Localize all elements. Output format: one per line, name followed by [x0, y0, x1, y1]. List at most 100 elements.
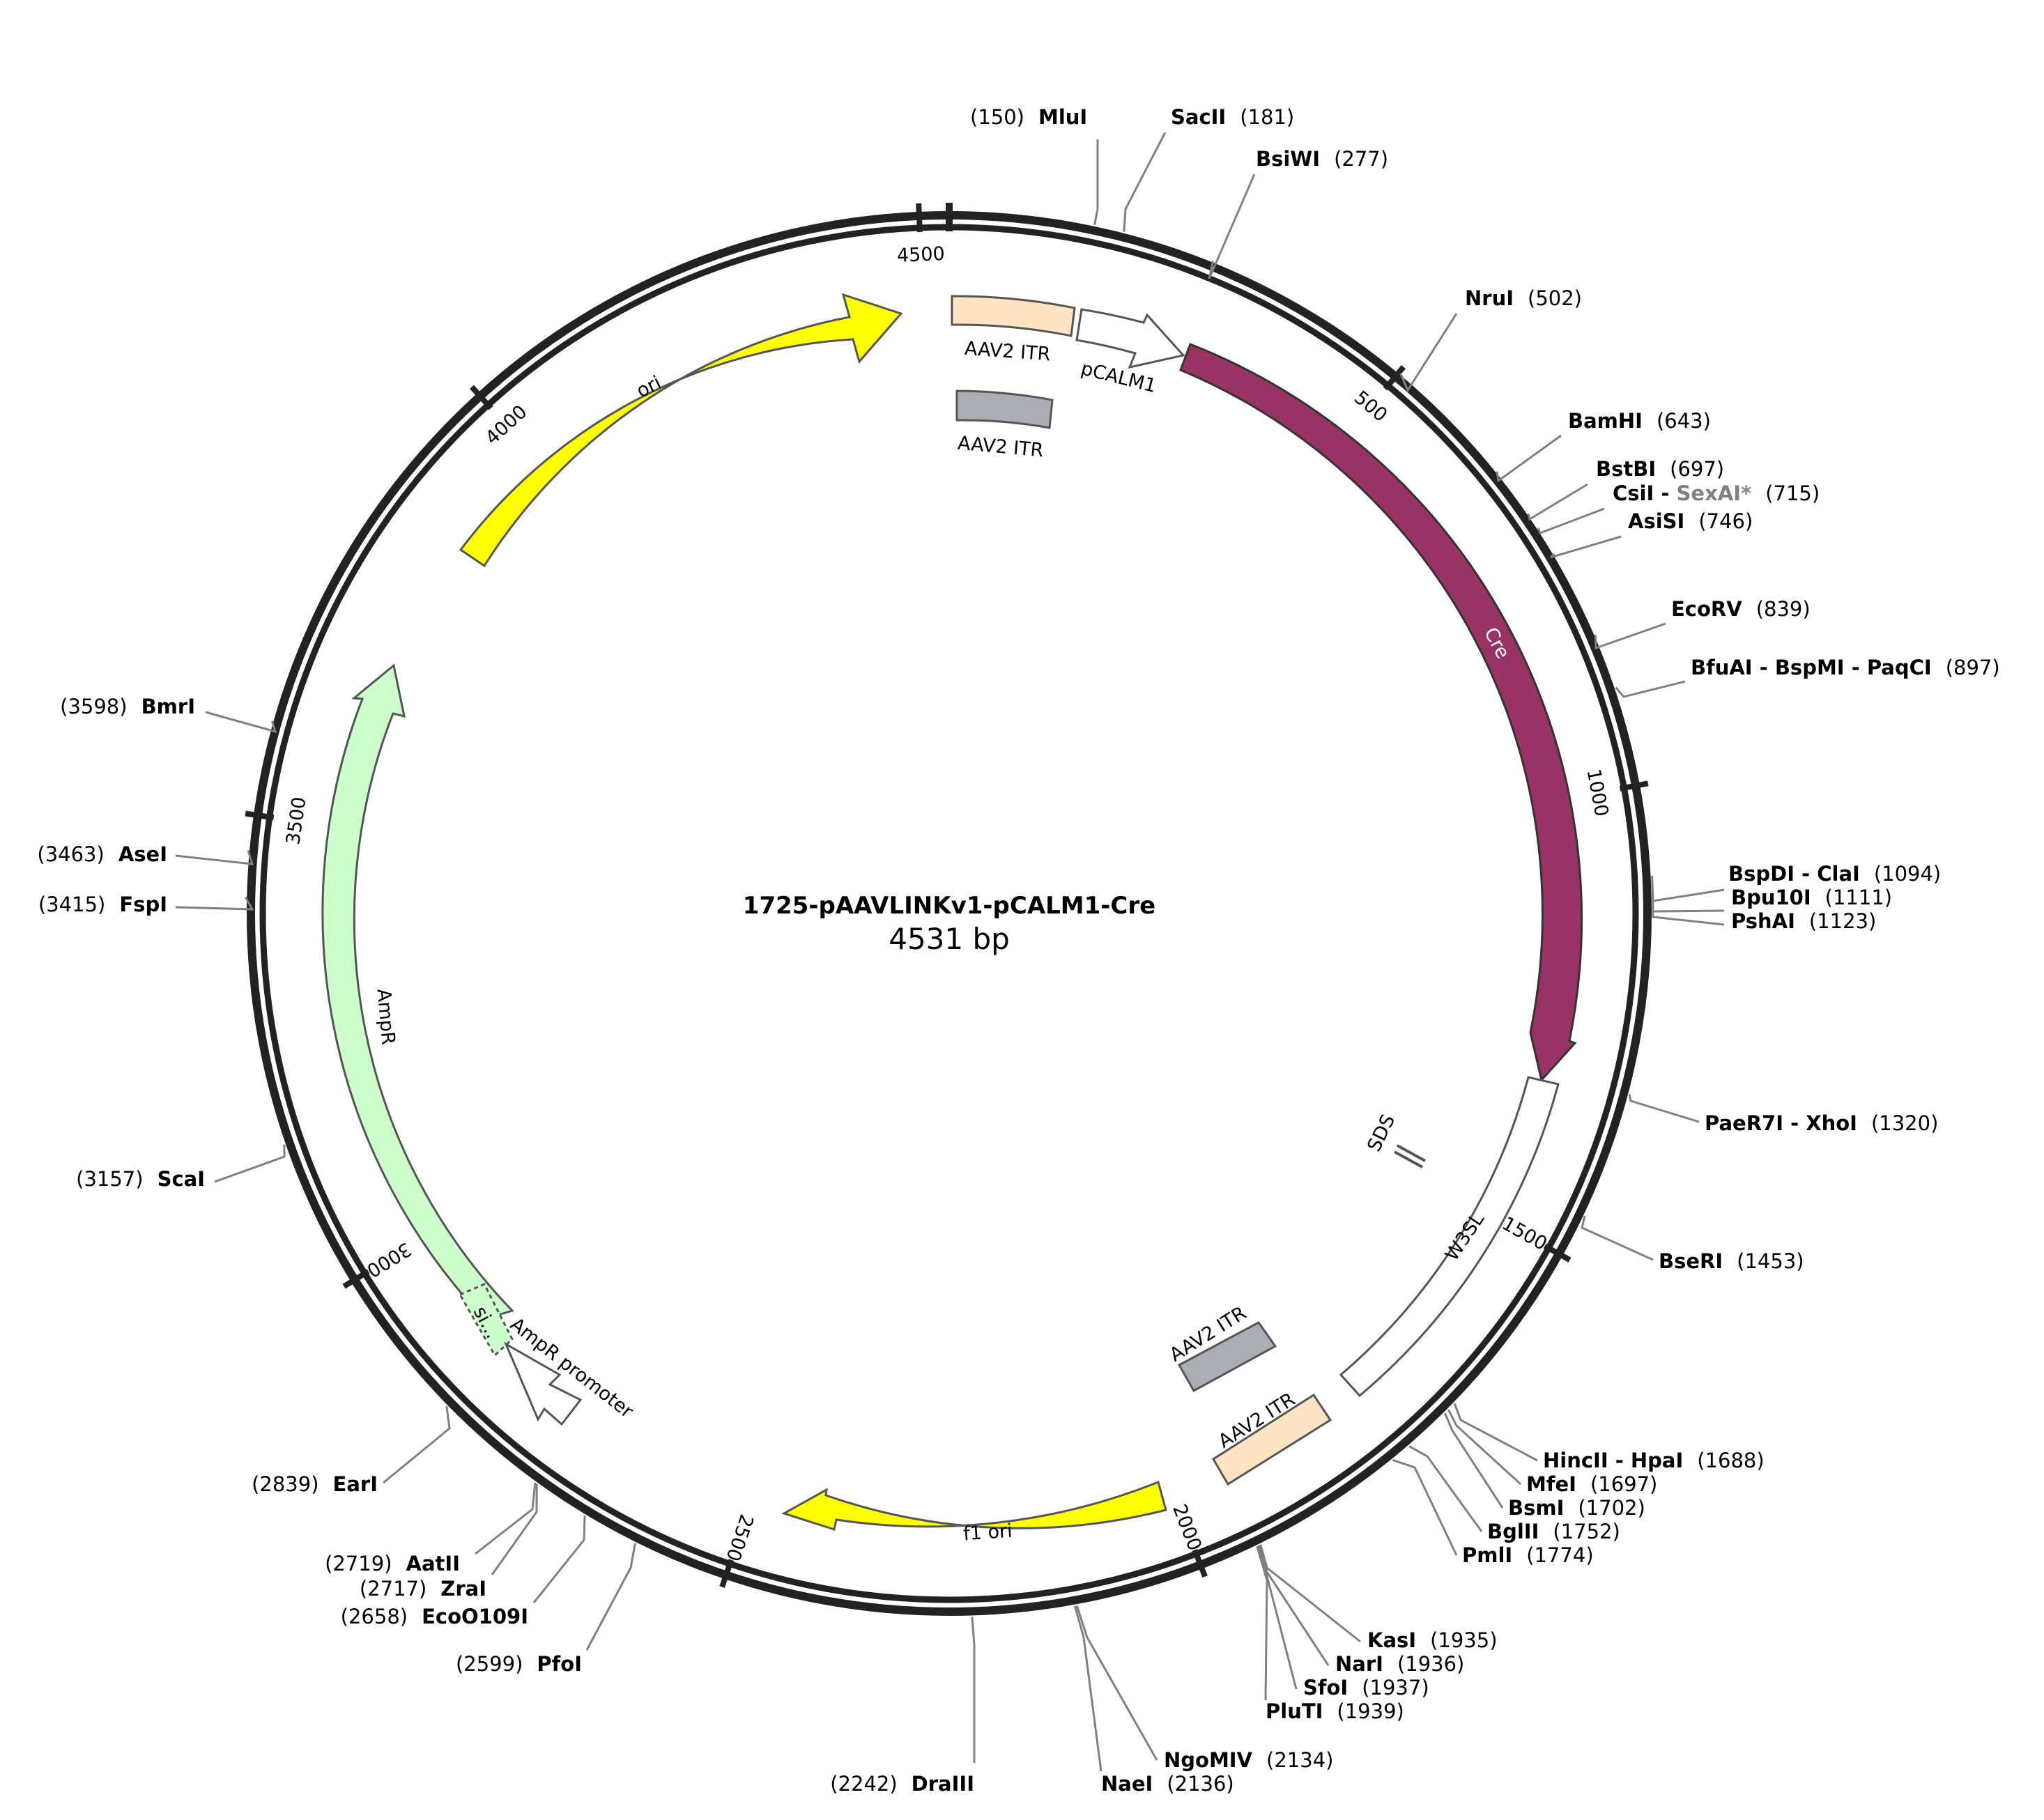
site-label-pshai[interactable]: PshAI(1123)	[1731, 909, 1876, 933]
leader-line-mlui	[1093, 139, 1099, 226]
leader-line-pmli	[1392, 1458, 1458, 1556]
tick-label-4500: 4500	[896, 243, 945, 267]
leader-line-nrui	[1399, 313, 1458, 393]
site-label-asei[interactable]: (3463)AseI	[37, 842, 167, 866]
feature-aav2-itr-box-3[interactable]	[1177, 1321, 1277, 1393]
leader-line-bsmi	[1443, 1412, 1504, 1509]
leader-line-kasi	[1259, 1544, 1361, 1643]
leader-line-sfoi	[1257, 1545, 1298, 1690]
site-label-ngomiv[interactable]: NgoMIV(2134)	[1164, 1748, 1333, 1772]
leader-line-bfuai	[1615, 680, 1686, 698]
site-label-bsiwi[interactable]: BsiWI(277)	[1256, 147, 1388, 171]
site-leader-lines	[175, 132, 1725, 1772]
site-label-sfoi[interactable]: SfoI(1937)	[1303, 1676, 1429, 1699]
leader-line-pshai	[1652, 904, 1725, 926]
leader-line-asei	[175, 849, 254, 865]
leader-line-asisi	[1549, 535, 1622, 559]
leader-line-eari	[383, 1405, 451, 1484]
feature-sds-mark[interactable]	[1394, 1144, 1426, 1169]
feature-aav2-itr-box-4[interactable]	[1211, 1393, 1332, 1486]
site-label-nrui[interactable]: NruI(502)	[1465, 286, 1582, 310]
leader-line-mfei	[1447, 1409, 1522, 1486]
leader-line-ecoo109i	[532, 1516, 586, 1603]
site-label-bglii[interactable]: BglII(1752)	[1487, 1520, 1620, 1543]
site-label-sacii[interactable]: SacII(181)	[1171, 105, 1294, 129]
site-label-pfoi[interactable]: (2599)PfoI	[456, 1652, 582, 1676]
site-label-mfei[interactable]: MfeI(1697)	[1526, 1472, 1657, 1496]
leader-line-bsiwi	[1208, 173, 1256, 279]
site-label-bspdi[interactable]: BspDI - ClaI(1094)	[1728, 862, 1941, 886]
tick-label-2500: 2500	[721, 1511, 757, 1564]
leader-line-ecorv	[1594, 622, 1666, 650]
site-label-pmli[interactable]: PmlI(1774)	[1462, 1543, 1594, 1567]
feature-label-f1-ori: f1 ori	[962, 1520, 1013, 1545]
leader-line-bamhi	[1496, 434, 1562, 483]
plasmid-title: 1725-pAAVLINKv1-pCALM1-Cre	[743, 892, 1155, 920]
leader-line-draiii	[971, 1617, 976, 1763]
feature-f1-ori-arrow[interactable]	[781, 1480, 1167, 1531]
site-label-asisi[interactable]: AsiSI(746)	[1628, 509, 1753, 533]
site-label-kasi[interactable]: KasI(1935)	[1367, 1628, 1498, 1652]
site-label-nari[interactable]: NarI(1936)	[1335, 1652, 1464, 1676]
site-label-eari[interactable]: (2839)EarI	[252, 1472, 378, 1496]
tick-mark-3500	[245, 810, 275, 821]
tick-label-1500: 1500	[1498, 1213, 1551, 1256]
leader-line-pfoi	[585, 1543, 636, 1651]
site-label-pluti[interactable]: PluTI(1939)	[1266, 1699, 1404, 1723]
feature-aav2-itr-box-1[interactable]	[951, 295, 1076, 337]
site-label-scai[interactable]: (3157)ScaI	[76, 1167, 205, 1191]
tick-label-1000: 1000	[1582, 767, 1612, 818]
tick-label-3000: 3000	[363, 1237, 415, 1281]
tick-mark-4500	[916, 203, 923, 233]
site-label-bmri[interactable]: (3598)BmrI	[60, 695, 195, 718]
tick-mark-4000	[470, 385, 493, 410]
site-label-bseri[interactable]: BseRI(1453)	[1659, 1249, 1804, 1273]
leader-line-hincii	[1453, 1403, 1538, 1462]
features: ori AAV2 ITR pCALM1 AAV2 ITR Cre SDS W3S…	[321, 293, 1583, 1545]
leader-line-bmri	[205, 711, 277, 734]
site-label-csii[interactable]: CsiI - SexAI*(715)	[1613, 481, 1820, 505]
feature-label-aav2-itr-1: AAV2 ITR	[964, 338, 1051, 366]
site-label-bamhi[interactable]: BamHI(643)	[1568, 409, 1711, 433]
plasmid-length: 4531 bp	[889, 922, 1010, 956]
site-label-bstbi[interactable]: BstBI(697)	[1596, 457, 1724, 481]
feature-w3sl-box[interactable]	[1339, 1076, 1560, 1398]
site-label-bfuai[interactable]: BfuAI - BspMI - PaqCI(897)	[1691, 656, 2000, 679]
tick-label-3500: 3500	[282, 796, 310, 846]
tick-mark-500	[1383, 364, 1406, 391]
site-label-ecoo109i[interactable]: (2658)EcoO109I	[341, 1605, 528, 1628]
site-label-aatii[interactable]: (2719)AatII	[325, 1552, 460, 1575]
site-label-hpai[interactable]: HincII - HpaI(1688)	[1543, 1449, 1765, 1472]
feature-aav2-itr-box-2[interactable]	[955, 390, 1054, 429]
feature-label-aav2-itr-2: AAV2 ITR	[957, 433, 1045, 462]
feature-signal-peptide-box[interactable]	[458, 1283, 514, 1357]
leader-line-aatii	[475, 1482, 537, 1555]
site-label-mlui[interactable]: (150)MluI	[970, 105, 1087, 129]
site-label-bsmi[interactable]: BsmI(1702)	[1508, 1496, 1645, 1520]
leader-line-bstbi	[1527, 483, 1588, 521]
feature-ampr-promoter-arrow[interactable]	[503, 1341, 583, 1426]
leader-line-bglii	[1408, 1445, 1483, 1532]
site-label-draiii[interactable]: (2242)DraIII	[830, 1772, 974, 1796]
feature-label-sds: SDS	[1363, 1111, 1399, 1155]
feature-cre-arrow[interactable]	[1179, 343, 1583, 1083]
leader-line-sacii	[1123, 132, 1167, 232]
leader-line-pluti	[1256, 1545, 1268, 1701]
leader-line-bspdi	[1651, 875, 1725, 902]
site-label-zrai[interactable]: (2717)ZraI	[360, 1577, 486, 1601]
leader-line-fspi	[175, 896, 254, 911]
feature-pcalm1-arrow[interactable]	[1075, 308, 1185, 369]
site-label-naei[interactable]: NaeI(2136)	[1101, 1772, 1234, 1796]
feature-ori-arrow[interactable]	[459, 293, 903, 568]
site-label-ecorv[interactable]: EcoRV(839)	[1671, 597, 1811, 621]
tick-mark-3000	[342, 1269, 370, 1289]
feature-ampr-arrow[interactable]	[321, 663, 514, 1320]
site-label-bpu10i[interactable]: Bpu10I(1111)	[1731, 886, 1892, 909]
site-label-fspi[interactable]: (3415)FspI	[38, 893, 167, 916]
leader-line-bseri	[1581, 1215, 1654, 1261]
leader-line-ngomiv	[1075, 1605, 1158, 1761]
feature-label-ampr: AmpR	[373, 988, 399, 1046]
tick-mark-2500	[719, 1559, 735, 1588]
site-label-xhoi[interactable]: PaeR7I - XhoI(1320)	[1705, 1111, 1938, 1135]
